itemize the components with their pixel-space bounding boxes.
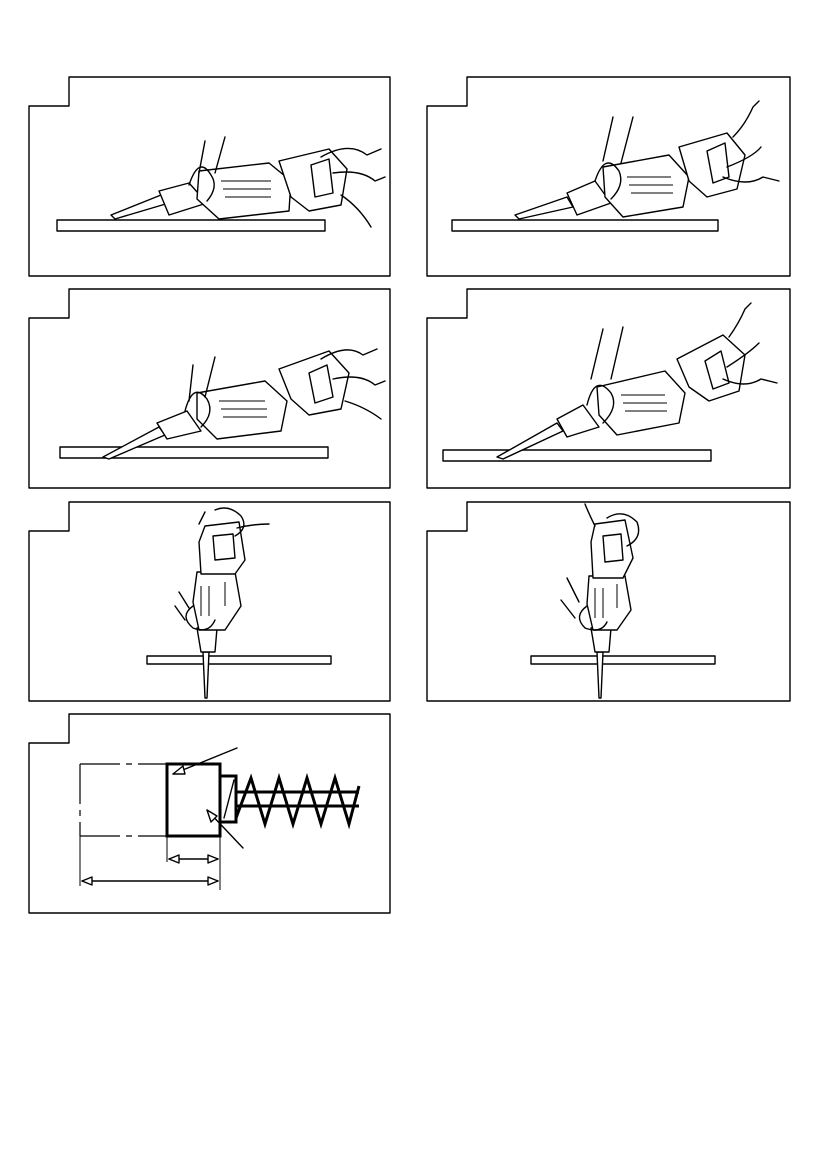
front-arm [591,327,623,379]
saw-blade [515,197,573,219]
workpiece-board [60,447,328,458]
saw-horizontal-illustration [29,77,391,277]
carbon-brush-diagram [29,714,391,914]
handle [591,520,633,578]
figure-7 [29,714,391,914]
power-cord [345,401,381,419]
figure-2 [427,77,791,277]
brush-spring [236,778,359,824]
handle [677,335,745,401]
power-cord [585,504,595,526]
figure-1 [29,77,391,277]
blade-holder [197,628,217,652]
saw-vertical-inverted-illustration [427,502,791,702]
saw-blade [203,652,209,698]
motor-housing [587,576,631,630]
saw-blade [111,195,169,219]
figure-4 [427,289,791,489]
blade-holder [157,411,201,439]
workpiece-board [531,656,715,664]
power-cord [729,303,751,337]
motor-housing [197,163,291,219]
figure-5 [29,502,391,702]
saw-blade [597,652,603,698]
workpiece-board [147,656,331,664]
power-cord [733,101,759,137]
motor-housing [603,155,689,217]
figure-3 [29,289,391,489]
power-cord [341,195,371,227]
power-cord [237,524,269,528]
saw-plunge-illustration [29,289,391,489]
arrowhead-limit [173,766,185,774]
blade-holder [591,628,611,652]
figure-6 [427,502,791,702]
brush-cap-diagonal [224,780,234,818]
blade-holder [557,405,599,437]
handle [199,522,245,574]
handle [279,351,349,415]
saw-vertical-illustration [29,502,391,702]
workpiece-board [443,450,711,461]
front-arm [603,117,633,163]
workpiece-board [57,220,325,231]
handle [679,133,745,197]
carbon-brush-body [167,764,220,836]
motor-housing [193,572,241,630]
workpiece-board [452,220,718,231]
arrowhead-brush [207,810,217,822]
saw-plunge-raised-illustration [427,289,791,489]
saw-raised-illustration [427,77,791,277]
